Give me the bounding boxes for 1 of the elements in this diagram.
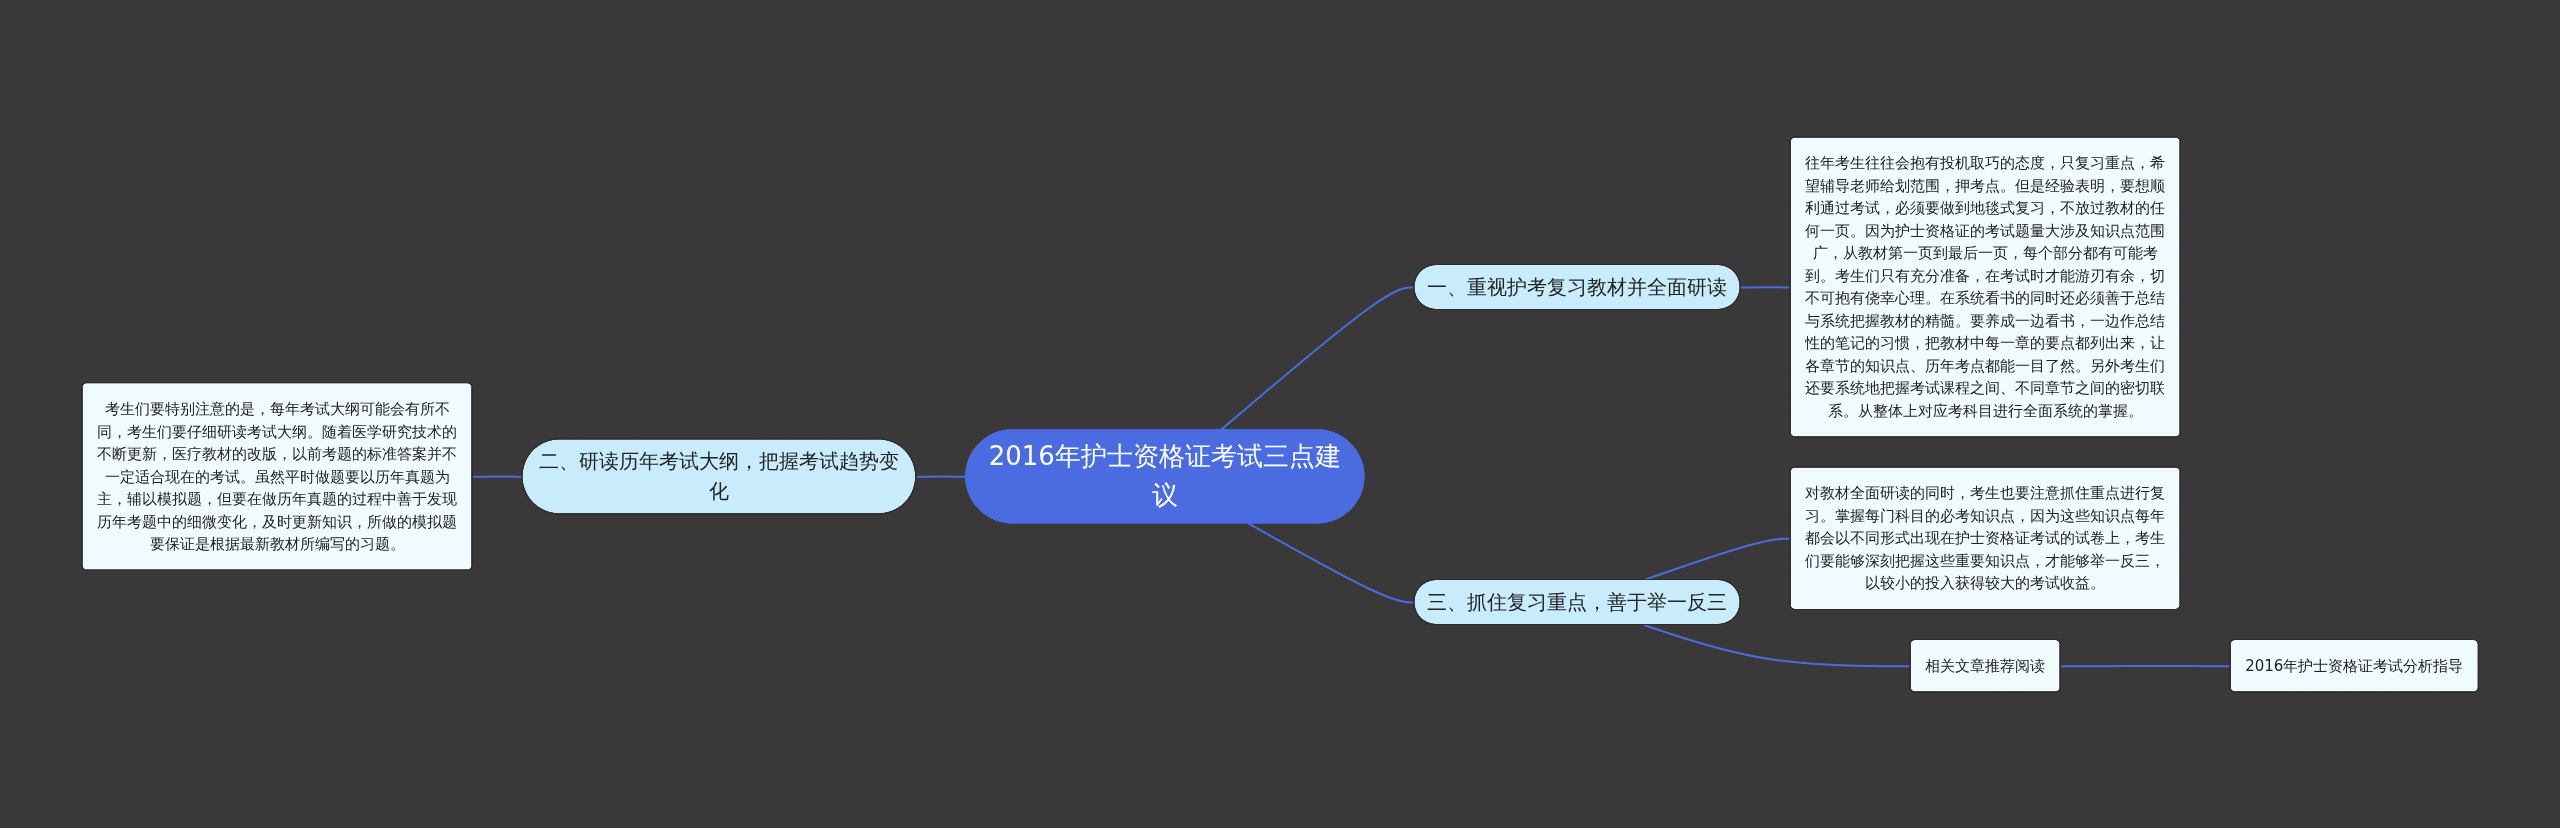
connector bbox=[471, 475, 524, 478]
